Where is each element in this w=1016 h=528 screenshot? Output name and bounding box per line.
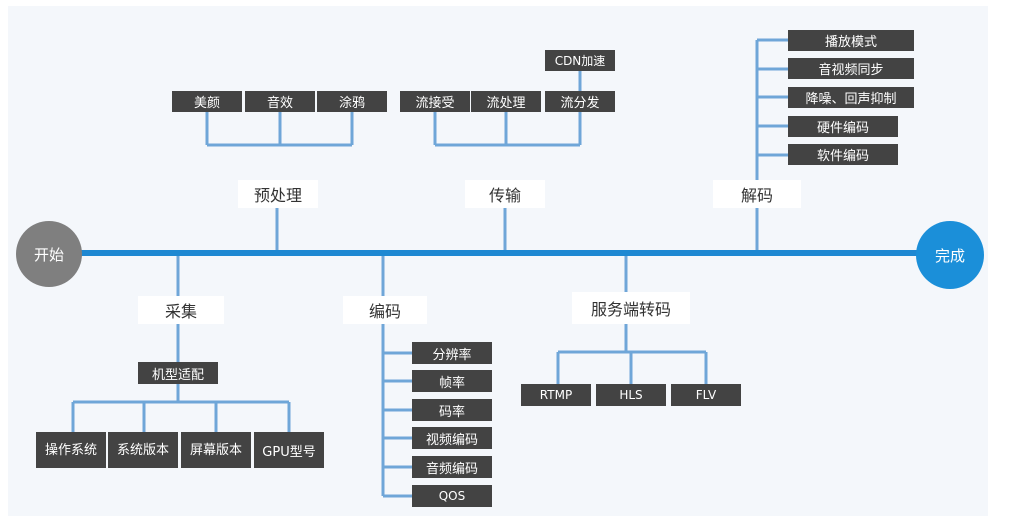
collect-item: 系统版本 <box>108 432 178 468</box>
cdn-item: CDN加速 <box>545 50 615 71</box>
preprocess-item: 美颜 <box>172 91 242 112</box>
decode-category: 解码 <box>713 180 801 208</box>
server-category: 服务端转码 <box>572 292 690 324</box>
encode-item: 音频编码 <box>412 456 492 478</box>
collect-item: GPU型号 <box>254 432 324 468</box>
encode-item: 视频编码 <box>412 427 492 449</box>
decode-item: 音视频同步 <box>788 58 914 79</box>
server-item: FLV <box>671 384 741 406</box>
decode-item: 降噪、回声抑制 <box>788 87 914 108</box>
encode-category: 编码 <box>343 296 427 324</box>
transport-category: 传输 <box>465 180 545 208</box>
encode-item: 帧率 <box>412 370 492 392</box>
collect-item: 屏幕版本 <box>181 432 251 468</box>
preprocess-item: 涂鸦 <box>317 91 387 112</box>
collect-category: 采集 <box>138 296 224 324</box>
start-node: 开始 <box>16 221 82 287</box>
preprocess-item: 音效 <box>245 91 315 112</box>
decode-item: 播放模式 <box>788 30 914 51</box>
adapt-item: 机型适配 <box>138 362 218 384</box>
transport-item: 流分发 <box>545 91 615 112</box>
preprocess-category: 预处理 <box>238 180 318 208</box>
collect-item: 操作系统 <box>36 432 106 468</box>
decode-item: 软件编码 <box>788 144 898 165</box>
server-item: HLS <box>596 384 666 406</box>
end-label: 完成 <box>934 246 965 265</box>
transport-item: 流接受 <box>400 91 470 112</box>
encode-item: QOS <box>412 485 492 507</box>
transport-item: 流处理 <box>471 91 541 112</box>
encode-item: 码率 <box>412 399 492 421</box>
end-node: 完成 <box>916 221 984 289</box>
decode-item: 硬件编码 <box>788 116 898 137</box>
start-label: 开始 <box>33 245 64 264</box>
encode-item: 分辨率 <box>412 342 492 364</box>
server-item: RTMP <box>521 384 591 406</box>
